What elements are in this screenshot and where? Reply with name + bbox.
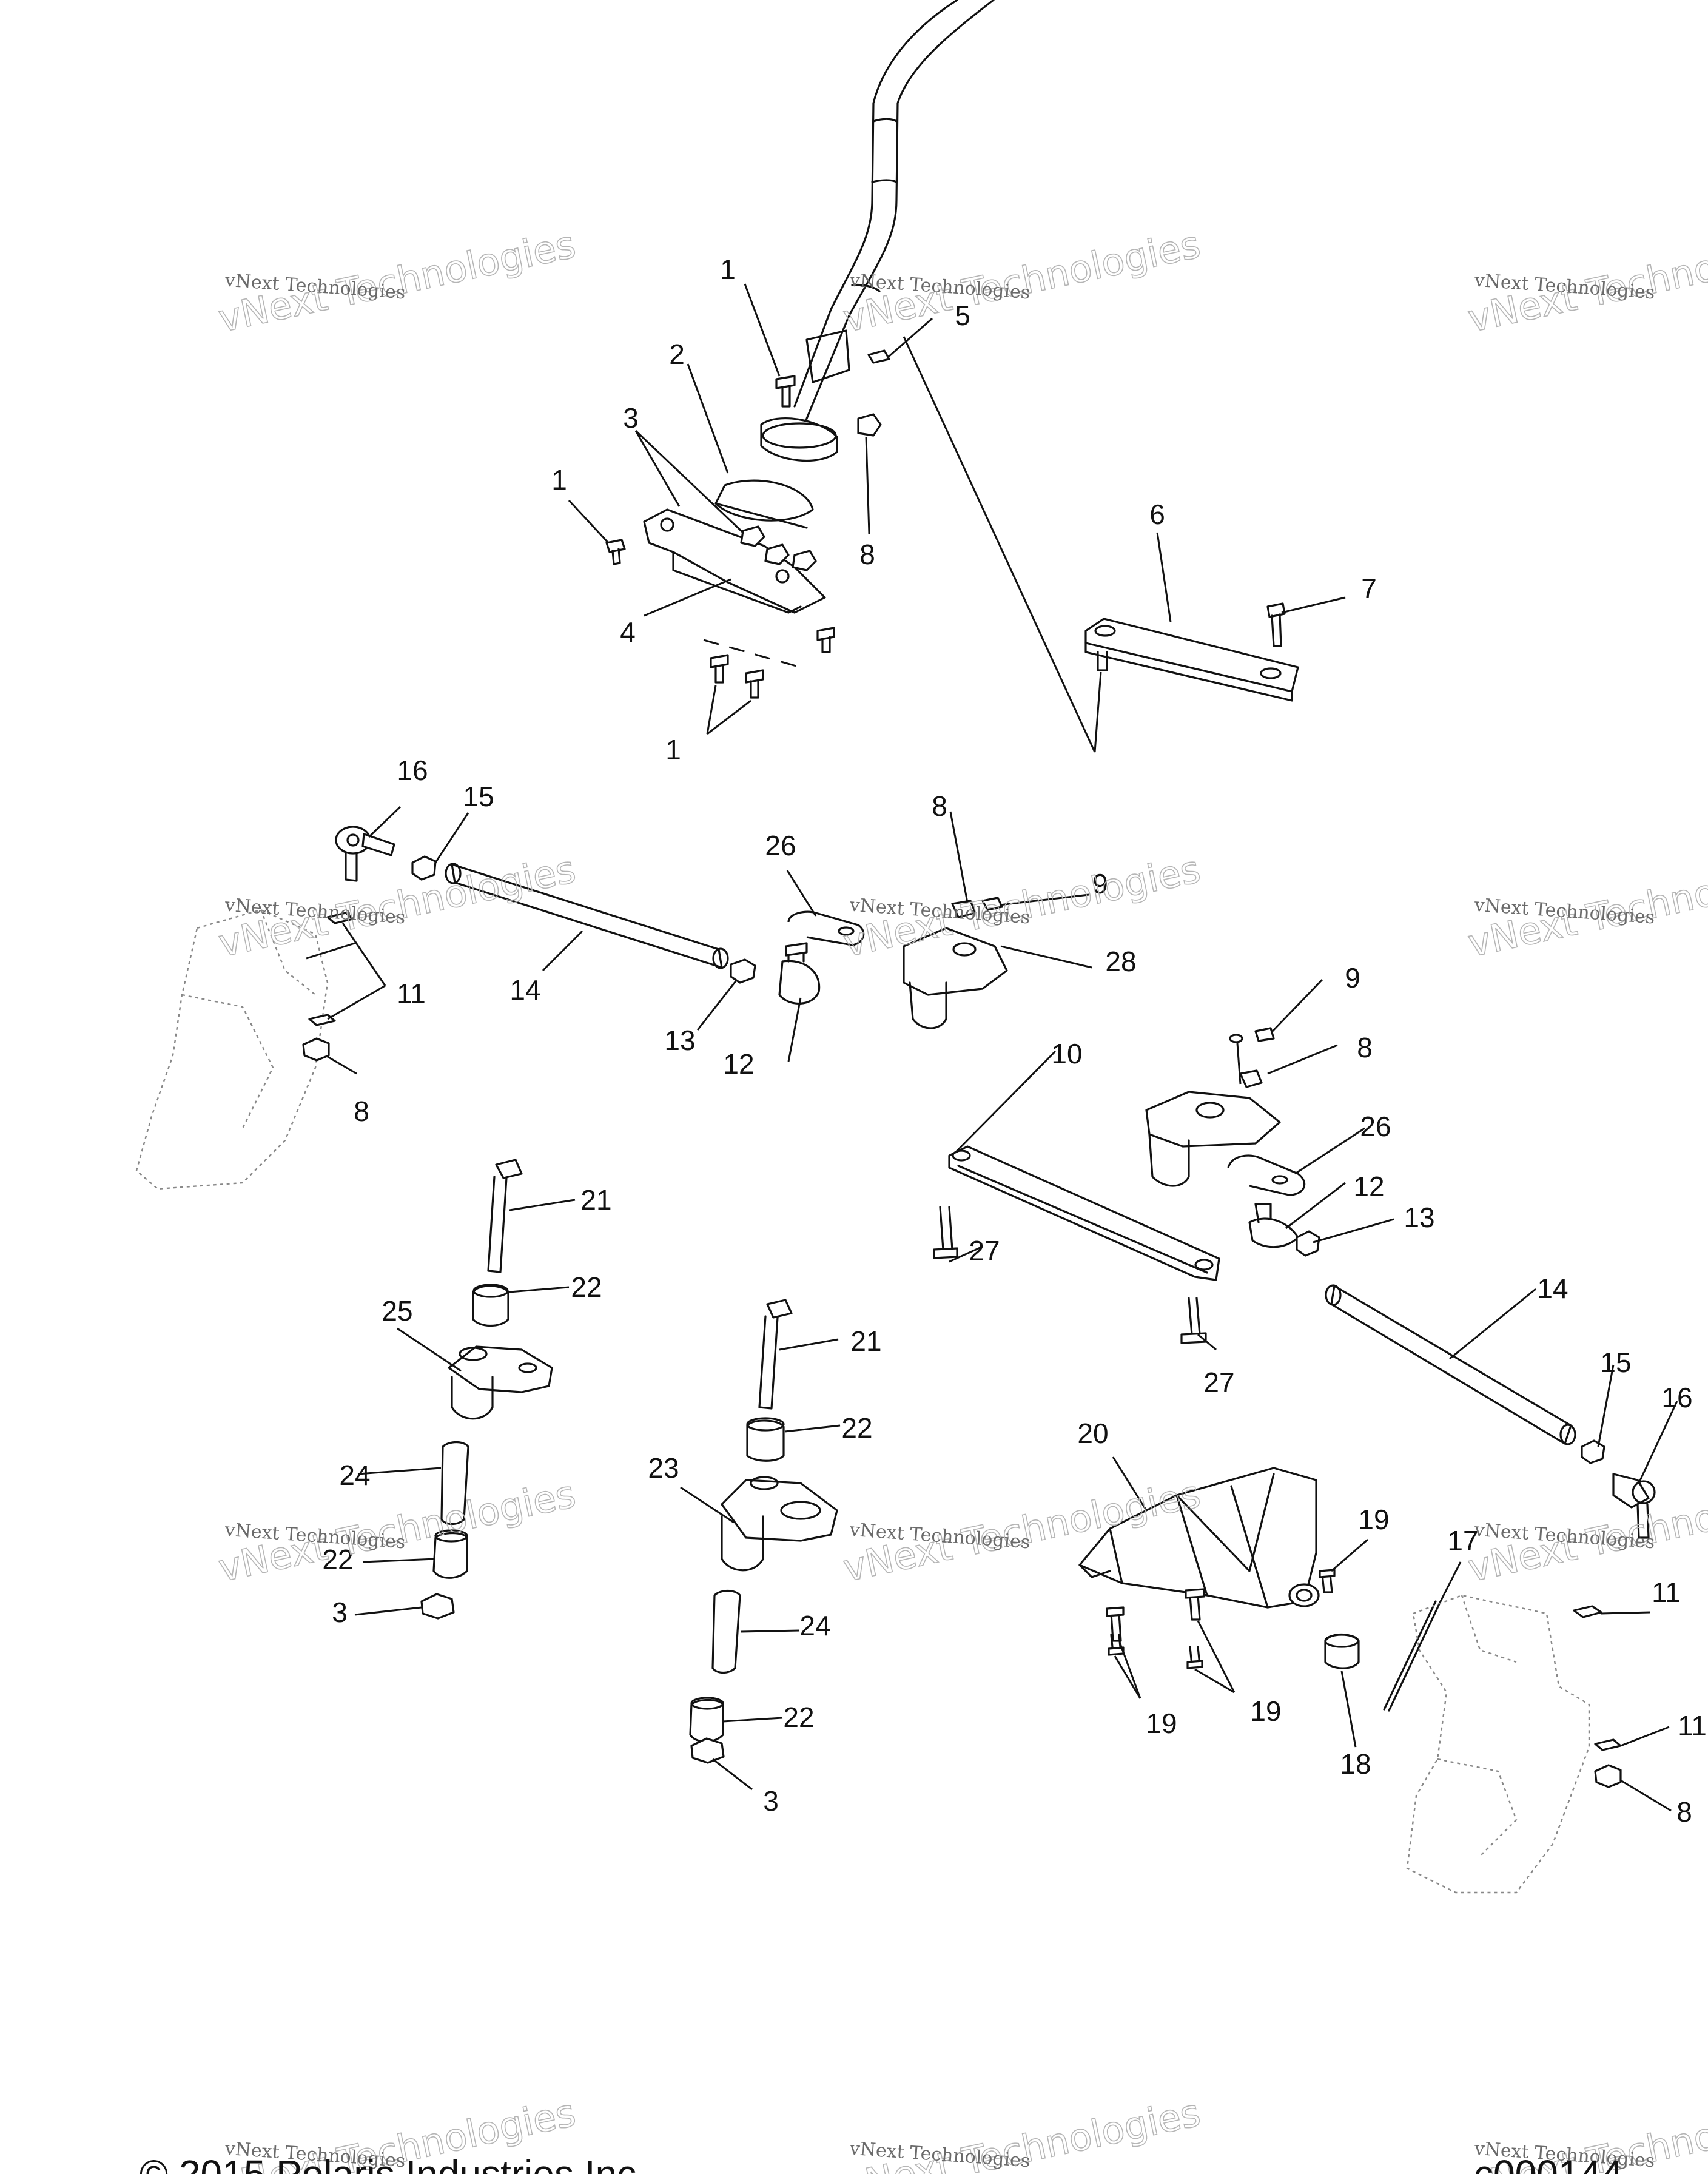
- callout-label: 15: [1600, 1347, 1631, 1378]
- watermark: vNext Technologies vNext Technologies: [214, 846, 580, 966]
- callout-label: 3: [332, 1597, 348, 1628]
- spindle-left: [135, 909, 354, 1190]
- callout-label: 12: [723, 1048, 754, 1080]
- gear-cover-20: [1078, 1467, 1336, 1669]
- watermark: vNext Technologies vNext Technologies: [214, 1471, 580, 1591]
- watermark: vNext Technologies vNext Technologies: [839, 2090, 1205, 2174]
- callout-label: 17: [1447, 1525, 1478, 1556]
- link-arm-6: [1084, 602, 1299, 702]
- callout-label: 4: [620, 616, 636, 648]
- callout-label: 18: [1340, 1748, 1371, 1780]
- callout-label: 7: [1361, 573, 1377, 604]
- callout-label: 22: [322, 1544, 353, 1575]
- steering-bracket: [643, 508, 826, 614]
- tie-rod-right: [1325, 1284, 1576, 1445]
- callout-label: 3: [623, 402, 639, 434]
- callout-label: 24: [799, 1610, 830, 1641]
- callout-label: 8: [932, 790, 947, 822]
- callout-label: 22: [571, 1271, 602, 1303]
- callout-label: 22: [841, 1412, 872, 1444]
- callout-label: 23: [648, 1452, 679, 1484]
- callout-label: 9: [1345, 962, 1360, 994]
- spindle-right: [1406, 1594, 1622, 1894]
- bolts-27: [933, 1206, 1207, 1344]
- rod-end-center-left: [730, 942, 821, 1005]
- callout-label: 8: [1676, 1796, 1692, 1828]
- callout-labels: 1 2 3 1 5 8 4 1 6 7 16 15 14 11 8 26 8 9…: [322, 254, 1706, 1828]
- watermark: vNext Technologies vNext Technologies: [214, 221, 580, 342]
- callout-label: 20: [1077, 1418, 1108, 1449]
- callout-label: 26: [765, 830, 796, 861]
- callout-label: 11: [1678, 1710, 1707, 1742]
- nut-group-top: [740, 349, 890, 571]
- callout-label: 22: [783, 1701, 814, 1733]
- steering-column: [793, 0, 995, 440]
- callout-label: 26: [1360, 1111, 1391, 1142]
- callout-label: 6: [1149, 499, 1165, 530]
- grommet-18: [1324, 1633, 1360, 1669]
- tie-rod-end-left: [335, 826, 437, 882]
- watermark: vNext Technologies vNext Technologies: [1464, 846, 1708, 966]
- cotter-pin-17: [1383, 1600, 1442, 1712]
- leader-lines: [306, 283, 1678, 1812]
- bolt-group-1: [605, 375, 835, 699]
- callout-label: 19: [1146, 1708, 1177, 1739]
- parts-drawing: [135, 0, 1656, 1894]
- callout-label: 9: [1092, 868, 1108, 900]
- callout-label: 21: [580, 1184, 611, 1216]
- steering-boot: [714, 417, 838, 529]
- callout-label: 1: [720, 254, 736, 285]
- watermark: vNext Technologies vNext Technologies: [1464, 1471, 1708, 1591]
- tie-rod-left: [445, 863, 729, 969]
- watermark: vNext Technologies vNext Technologies: [839, 846, 1205, 966]
- callout-label: 21: [850, 1325, 881, 1357]
- callout-label: 24: [339, 1459, 370, 1491]
- watermark: vNext Technologies vNext Technologies: [839, 221, 1205, 342]
- callout-label: 2: [669, 338, 685, 370]
- callout-label: 5: [955, 300, 970, 331]
- tie-rod-end-right: [1581, 1439, 1656, 1539]
- callout-label: 16: [397, 755, 428, 786]
- callout-label: 1: [665, 734, 681, 766]
- callout-label: 12: [1353, 1171, 1384, 1202]
- copyright-text: © 2015 Polaris Industries Inc.: [140, 2152, 647, 2174]
- callout-label: 10: [1051, 1038, 1082, 1069]
- watermarks: vNext Technologies vNext Technologies vN…: [214, 221, 1708, 2174]
- idler-stack-right: [689, 1299, 838, 1764]
- callout-label: 13: [1404, 1202, 1434, 1233]
- callout-label: 27: [1203, 1367, 1234, 1398]
- callout-label: 25: [382, 1295, 412, 1327]
- callout-label: 11: [397, 978, 426, 1009]
- callout-label: 3: [763, 1785, 779, 1817]
- idler-stack-left: [420, 1159, 553, 1620]
- callout-label: 13: [664, 1025, 695, 1056]
- diagram-code: c000144: [1474, 2152, 1623, 2174]
- callout-label: 15: [463, 781, 494, 812]
- callout-label: 27: [969, 1235, 1000, 1267]
- drag-link-10: [948, 1145, 1220, 1281]
- callout-label: 8: [1357, 1032, 1373, 1063]
- footer: © 2015 Polaris Industries Inc. c000144: [140, 2152, 1623, 2174]
- callout-label: 19: [1358, 1504, 1389, 1535]
- callout-label: 14: [509, 974, 540, 1006]
- pitman-arm-left: [903, 897, 1008, 1029]
- plate-26-upper: [787, 910, 865, 946]
- callout-label: 8: [859, 539, 875, 570]
- callout-label: 1: [551, 464, 567, 496]
- callout-label: 11: [1652, 1577, 1681, 1608]
- callout-label: 28: [1105, 946, 1136, 977]
- callout-label: 8: [354, 1095, 369, 1127]
- watermark: vNext Technologies vNext Technologies: [1464, 221, 1708, 342]
- callout-label: 19: [1250, 1695, 1281, 1727]
- callout-label: 14: [1537, 1273, 1568, 1304]
- pitman-arm-right: [1145, 1027, 1281, 1187]
- rod-end-center-right: [1227, 1154, 1320, 1257]
- callout-label: 16: [1661, 1382, 1692, 1413]
